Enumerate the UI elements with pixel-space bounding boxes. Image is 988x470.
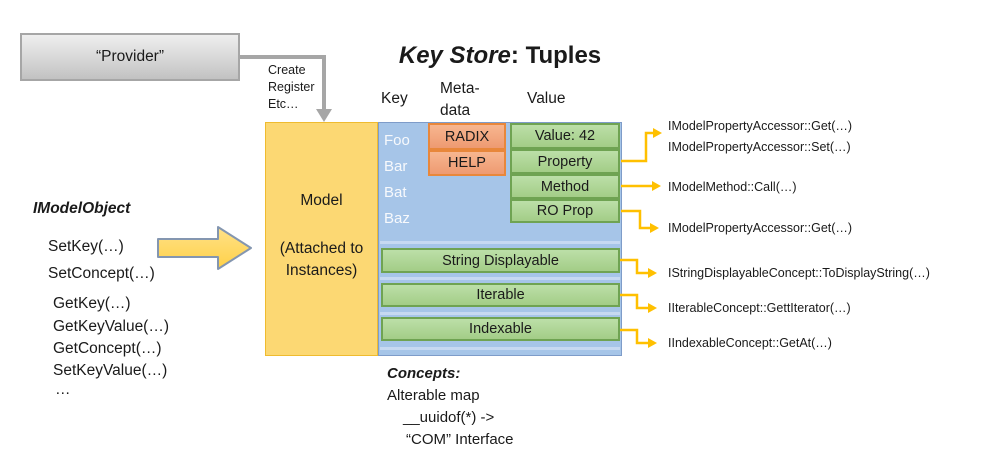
value-cell-property: Property <box>510 149 620 174</box>
footer-line-com-interface: “COM” Interface <box>406 431 514 448</box>
key-cell-bar: Bar <box>384 157 408 175</box>
connector-iterable <box>620 293 648 310</box>
concept-bar-iterable: Iterable <box>381 283 620 307</box>
method-ellipsis: … <box>55 381 71 398</box>
arrowhead-string-displayable <box>648 268 657 278</box>
etc-action: Etc… <box>268 97 299 111</box>
connector-property <box>621 131 653 163</box>
arrowhead-property <box>653 128 662 138</box>
gold-connectors <box>620 131 653 345</box>
model-note-line2: Instances) <box>285 262 358 279</box>
arrowhead-iterable <box>648 303 657 313</box>
method-getkey: GetKey(…) <box>53 295 131 312</box>
table-row-divider <box>380 277 620 280</box>
gold-arrowheads <box>648 128 662 348</box>
annotation-string-displayable: IStringDisplayableConcept::ToDisplayStri… <box>668 266 930 280</box>
model-label: Model <box>300 192 343 209</box>
connector-indexable <box>620 328 648 345</box>
value-cell-value42: Value: 42 <box>510 123 620 149</box>
metadata-cell-radix: RADIX <box>428 123 506 150</box>
method-getkeyvalue: GetKeyValue(…) <box>53 318 170 335</box>
annotation-property-get: IModelPropertyAccessor::Get(…) <box>668 119 853 133</box>
model-note-line1: (Attached to <box>279 240 364 257</box>
register-action: Register <box>268 80 315 94</box>
key-cell-baz: Baz <box>384 209 410 227</box>
diagram-title: Key Store: Tuples <box>330 42 670 70</box>
footer-line-alterable-map: Alterable map <box>387 387 480 404</box>
create-register-label: Create Register Etc… <box>268 62 315 113</box>
footer-concepts-heading: Concepts: <box>387 365 461 382</box>
method-setconcept: SetConcept(…) <box>48 265 155 282</box>
key-cell-foo: Foo <box>384 131 410 149</box>
model-box <box>265 122 378 356</box>
key-cell-bat: Bat <box>384 183 407 201</box>
annotation-property-accessor: IModelPropertyAccessor::Get(…) IModelPro… <box>668 116 852 158</box>
column-header-metadata: Meta- data <box>440 78 492 122</box>
value-cell-ro-prop: RO Prop <box>510 199 620 223</box>
title-separator: : <box>510 42 526 69</box>
annotation-property-set: IModelPropertyAccessor::Set(…) <box>668 140 851 154</box>
title-rest: Tuples <box>525 42 602 69</box>
arrowhead-indexable <box>648 338 657 348</box>
annotation-method-call: IModelMethod::Call(…) <box>668 180 797 194</box>
arrowhead-ro-prop <box>650 223 659 233</box>
provider-label: “Provider” <box>95 48 165 65</box>
annotation-iterable: IIterableConcept::GettIterator(…) <box>668 301 851 315</box>
annotation-ro-prop-get: IModelPropertyAccessor::Get(…) <box>668 221 853 235</box>
connector-ro-prop <box>621 209 650 230</box>
connector-string-displayable <box>620 258 648 275</box>
table-row-divider <box>380 241 620 244</box>
annotation-indexable: IIndexableConcept::GetAt(…) <box>668 336 832 350</box>
model-note: (Attached to Instances) <box>265 238 378 282</box>
table-row-divider <box>380 347 620 350</box>
provider-box: “Provider” <box>20 33 240 81</box>
column-header-metadata-line1: Meta- <box>440 80 480 97</box>
value-cell-method: Method <box>510 174 620 199</box>
concept-bar-indexable: Indexable <box>381 317 620 341</box>
method-setkey: SetKey(…) <box>48 238 124 255</box>
method-getconcept: GetConcept(…) <box>53 340 162 357</box>
concept-bar-string-displayable: String Displayable <box>381 248 620 273</box>
imodelobject-heading: IModelObject <box>33 200 131 217</box>
title-emphasis: Key Store <box>398 42 511 69</box>
arrowhead-method <box>652 181 661 191</box>
column-header-key: Key <box>381 90 408 107</box>
metadata-cell-help: HELP <box>428 150 506 176</box>
column-header-metadata-line2: data <box>440 102 471 119</box>
column-header-value: Value <box>527 90 566 107</box>
create-action: Create <box>268 63 306 77</box>
method-setkeyvalue: SetKeyValue(…) <box>53 362 168 379</box>
table-row-divider <box>380 312 620 315</box>
footer-line-uuidof: __uuidof(*) -> <box>403 409 495 426</box>
imodelobject-to-model-arrow <box>157 226 252 270</box>
